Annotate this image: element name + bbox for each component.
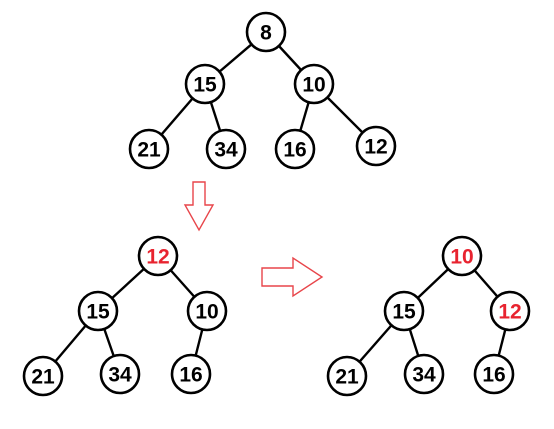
tree-original: 8 15 10 21 34 16 12	[128, 11, 397, 170]
down-arrow-icon	[183, 181, 215, 232]
tree-node: 15	[77, 290, 119, 332]
tree-node: 10	[441, 235, 483, 277]
tree-after-replace: 12 15 10 21 34 16	[22, 235, 228, 397]
tree-node: 16	[274, 128, 316, 170]
node-label: 15	[193, 74, 217, 97]
node-label: 15	[392, 301, 416, 324]
node-label: 21	[31, 366, 55, 389]
node-label: 34	[412, 364, 436, 387]
node-label: 16	[482, 364, 505, 387]
tree-node: 12	[137, 235, 179, 277]
node-label: 21	[335, 366, 359, 389]
node-label: 10	[302, 74, 325, 97]
node-label: 34	[214, 139, 238, 162]
tree-node: 34	[99, 353, 141, 395]
tree-node: 8	[245, 11, 287, 53]
node-label: 8	[260, 22, 272, 45]
node-label: 16	[179, 364, 202, 387]
tree-node: 21	[128, 128, 170, 170]
right-arrow-icon	[261, 256, 324, 298]
tree-node: 15	[383, 290, 425, 332]
node-label: 12	[146, 246, 169, 269]
tree-node: 10	[186, 290, 228, 332]
tree-node: 16	[473, 353, 515, 395]
tree-node: 34	[205, 128, 247, 170]
node-label: 15	[86, 301, 110, 324]
node-label: 12	[498, 301, 521, 324]
tree-node: 21	[326, 355, 368, 397]
tree-node: 12	[489, 290, 531, 332]
tree-after-sift: 10 15 12 21 34 16	[326, 235, 531, 397]
tree-node: 16	[170, 353, 212, 395]
node-label: 10	[195, 301, 218, 324]
tree-node: 15	[184, 63, 226, 105]
node-label: 34	[108, 364, 132, 387]
node-label: 16	[283, 139, 306, 162]
node-label: 10	[450, 246, 473, 269]
tree-node: 12	[355, 125, 397, 167]
node-label: 21	[137, 139, 161, 162]
tree-node: 34	[403, 353, 445, 395]
tree-node: 21	[22, 355, 64, 397]
node-label: 12	[364, 136, 387, 159]
tree-node: 10	[293, 63, 335, 105]
